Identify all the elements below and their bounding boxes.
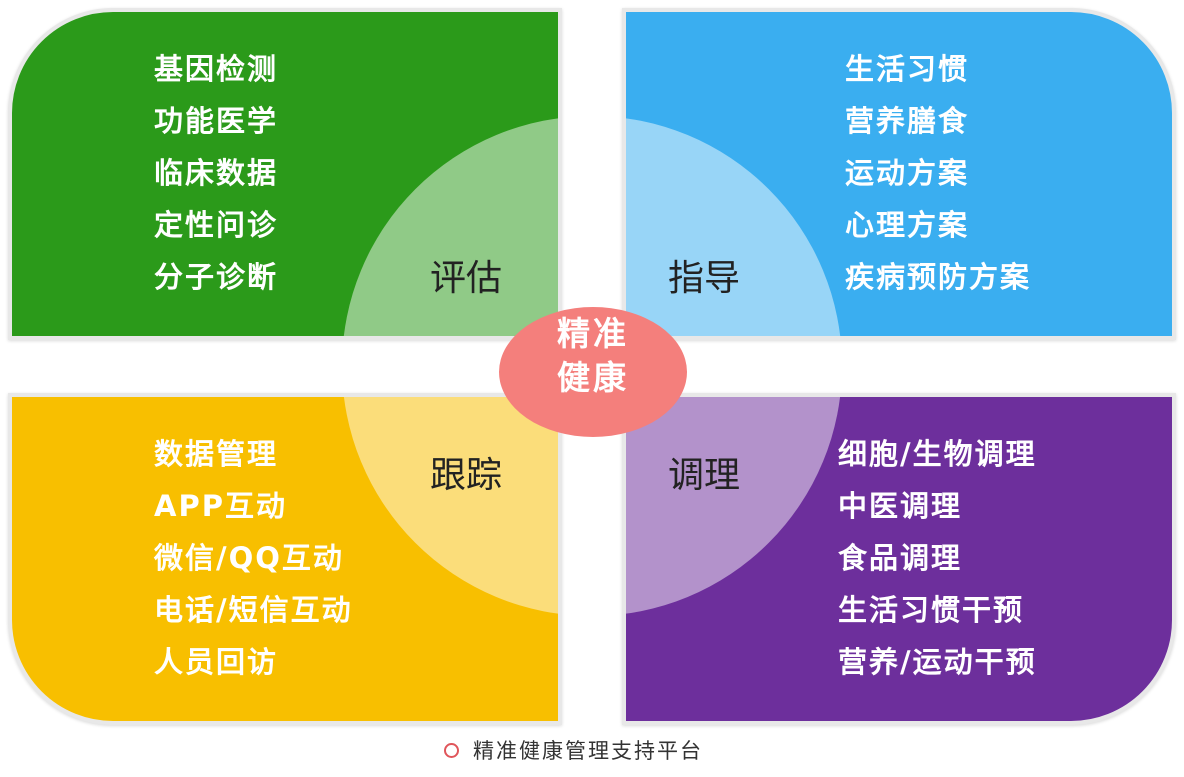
guide-label: 指导 [668,258,741,299]
evaluate-list: 基因检测 功能医学 临床数据 定性问诊 分子诊断 [154,43,278,303]
evaluate-panel [8,8,562,340]
list-item: 食品调理 [838,541,963,575]
circle-segment-tl [343,118,558,336]
track-panel [8,393,562,725]
circle-segment-bl [343,397,558,614]
center-ellipse [499,307,687,437]
center-title: 精准 健康 [499,312,687,400]
guide-panel [622,8,1176,340]
center-title-line: 健康 [557,358,629,397]
ring-icon [444,742,459,758]
guide-list: 生活习惯 营养膳食 运动方案 心理方案 疾病预防方案 [845,43,1031,303]
list-item: 生活习惯干预 [838,593,1025,627]
list-item: 疾病预防方案 [845,260,1032,294]
circle-segment-tr [626,118,841,336]
center-title-line: 精准 [557,314,629,353]
list-item: 功能医学 [154,104,279,138]
list-item: 细胞/生物调理 [838,437,1037,471]
footer-text: 精准健康管理支持平台 [473,739,703,763]
footer-caption: 精准健康管理支持平台 [444,736,703,766]
list-item: 心理方案 [845,208,970,242]
condition-panel [622,393,1176,725]
list-item: APP互动 [154,489,287,523]
track-list: 数据管理 APP互动 微信/QQ互动 电话/短信互动 人员回访 [154,428,353,688]
list-item: 营养/运动干预 [838,645,1037,679]
circle-segment-br [626,397,841,614]
list-item: 定性问诊 [154,208,279,242]
list-item: 电话/短信互动 [154,593,353,627]
list-item: 生活习惯 [845,52,970,86]
evaluate-label: 评估 [430,258,503,299]
list-item: 营养膳食 [845,104,970,138]
list-item: 中医调理 [838,489,963,523]
list-item: 运动方案 [845,156,970,190]
list-item: 分子诊断 [154,260,279,294]
list-item: 基因检测 [154,52,279,86]
list-item: 人员回访 [154,645,279,679]
list-item: 微信/QQ互动 [154,541,344,575]
list-item: 临床数据 [154,156,279,190]
condition-label: 调理 [668,455,741,496]
track-label: 跟踪 [430,455,503,496]
list-item: 数据管理 [154,437,279,471]
condition-list: 细胞/生物调理 中医调理 食品调理 生活习惯干预 营养/运动干预 [838,428,1037,688]
